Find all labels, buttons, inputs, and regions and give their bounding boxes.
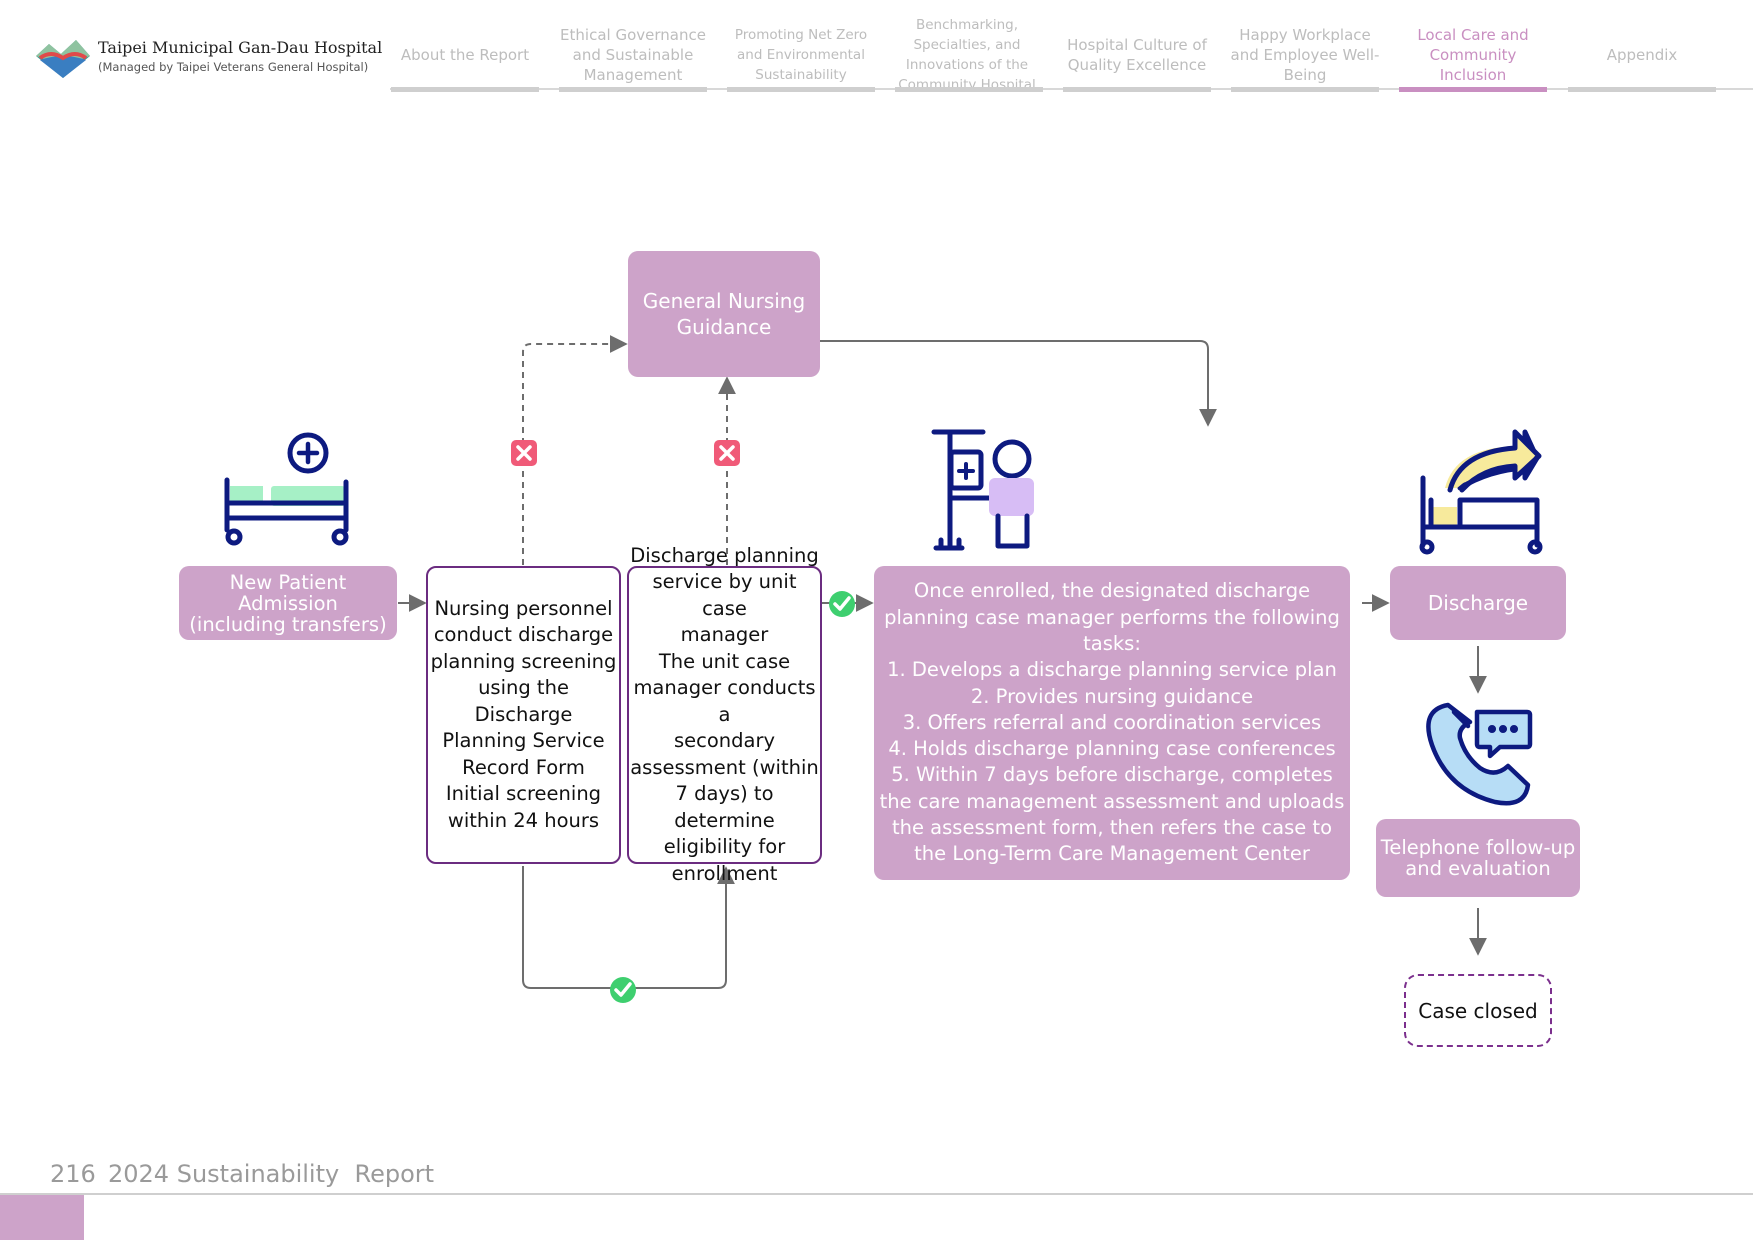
admission-line: New Patient Admission	[229, 570, 347, 615]
tasks-line: 5. Within 7 days before discharge, compl…	[891, 763, 1333, 787]
tab-benchmarking[interactable]: Benchmarking, Specialties, and Innovatio…	[898, 17, 1036, 93]
tasks-line: 4. Holds discharge planning case confere…	[888, 737, 1336, 761]
hospital-bed-icon	[224, 432, 349, 546]
assessment-line: eligibility for	[663, 835, 786, 859]
tasks-line: Once enrolled, the designated discharge	[913, 579, 1311, 603]
assessment-line: enrollment	[671, 861, 778, 885]
report-title: 2024 Sustainability Report	[108, 1160, 435, 1188]
tab-happy-workplace[interactable]: Happy Workplace and Employee Well-Being	[1230, 26, 1380, 84]
discharge-box: Discharge	[1390, 566, 1566, 640]
screening-line: Record Form	[462, 755, 585, 779]
tab-net-zero[interactable]: Promoting Net Zero and Environmental Sus…	[734, 27, 868, 83]
telephone-line: and evaluation	[1405, 857, 1551, 880]
hospital-name: Taipei Municipal Gan-Dau Hospital	[98, 38, 383, 57]
nursing-screening-box: Nursing personnel conduct discharge plan…	[426, 566, 621, 864]
assessment-line: Discharge planning	[630, 543, 819, 567]
case-manager-tasks-box: Once enrolled, the designated discharge …	[874, 566, 1350, 880]
general-nursing-guidance-box: General Nursing Guidance	[628, 251, 820, 377]
tab-underline-active	[1399, 87, 1547, 92]
tab-appendix[interactable]: Appendix	[1606, 46, 1678, 64]
footer-divider	[0, 1193, 1753, 1195]
guidance-line: General Nursing	[642, 289, 806, 313]
screening-line: conduct discharge	[433, 623, 614, 647]
tab-underline	[1063, 87, 1211, 92]
reject-mark-icon	[714, 440, 740, 466]
assessment-line: secondary	[673, 729, 776, 753]
tasks-line: the care management assessment and uploa…	[879, 789, 1345, 813]
telephone-chat-icon	[1426, 702, 1533, 806]
screening-line: Planning Service	[442, 729, 605, 753]
iv-patient-icon	[931, 429, 1034, 551]
tab-hospital-culture[interactable]: Hospital Culture of Quality Excellence	[1067, 36, 1207, 74]
tasks-line: 2. Provides nursing guidance	[970, 684, 1254, 708]
tab-underline	[727, 87, 875, 92]
check-mark-icon	[829, 591, 855, 617]
tab-underline	[559, 87, 707, 92]
screening-line: Initial screening	[445, 782, 602, 806]
page-number: 216	[50, 1160, 96, 1188]
admission-line: (including transfers)	[189, 612, 387, 636]
screening-line: planning screening	[430, 649, 617, 673]
screening-line: Nursing personnel	[434, 596, 613, 620]
case-closed-box: Case closed	[1404, 974, 1552, 1047]
assessment-line: The unit case	[658, 649, 791, 673]
tasks-line: planning case manager performs the follo…	[884, 605, 1340, 629]
reject-mark-icon	[511, 440, 537, 466]
assessment-line: 7 days) to determine	[674, 782, 775, 832]
tab-underline	[391, 87, 539, 92]
tab-about-the-report[interactable]: About the Report	[400, 46, 530, 64]
new-patient-admission-box: New Patient Admission (including transfe…	[179, 566, 397, 640]
assessment-line: service by unit case	[652, 570, 797, 620]
tasks-line: 1. Develops a discharge planning service…	[887, 658, 1337, 682]
hospital-subtitle: (Managed by Taipei Veterans General Hosp…	[98, 60, 369, 74]
guidance-line: Guidance	[676, 315, 772, 339]
screening-line: using the Discharge	[474, 676, 573, 726]
tasks-line: tasks:	[1083, 631, 1141, 655]
tab-underline	[895, 87, 1043, 92]
assessment-line: assessment (within	[630, 755, 819, 779]
tab-local-care[interactable]: Local Care and Community Inclusion	[1417, 26, 1529, 84]
telephone-line: Telephone follow-up	[1380, 836, 1576, 859]
telephone-follow-up-box: Telephone follow-up and evaluation	[1376, 819, 1580, 897]
tab-underline	[1568, 87, 1716, 92]
tasks-line: 3. Offers referral and coordination serv…	[902, 710, 1322, 734]
case-manager-assessment-box: Discharge planning service by unit case …	[627, 544, 822, 885]
screening-line: within 24 hours	[447, 808, 600, 832]
tasks-line: the assessment form, then refers the cas…	[891, 816, 1333, 840]
discharge-bed-icon	[1419, 429, 1543, 555]
tab-ethical-governance[interactable]: Ethical Governance and Sustainable Manag…	[560, 26, 706, 84]
assessment-line: manager	[680, 623, 769, 647]
tab-underline	[1231, 87, 1379, 92]
tasks-line: the Long-Term Care Management Center	[914, 842, 1310, 866]
footer-accent-block	[0, 1195, 84, 1240]
assessment-line: manager conducts a	[633, 676, 816, 726]
check-mark-icon	[610, 977, 636, 1003]
hospital-logo	[36, 40, 90, 78]
